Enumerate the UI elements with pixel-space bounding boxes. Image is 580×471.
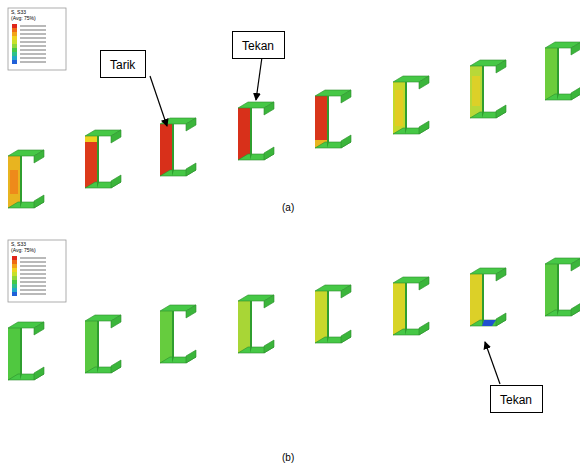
channel-section [85, 315, 121, 373]
contour-legend [8, 240, 66, 302]
channel-section [470, 268, 506, 326]
channel-section [8, 322, 44, 380]
channel-section [238, 102, 274, 160]
channel-section [545, 258, 580, 316]
callout-text: Tekan [242, 39, 274, 53]
legend-heading: S, S33 [11, 10, 26, 16]
channel-section [393, 277, 429, 335]
legend-heading: (Avg: 75%) [11, 248, 36, 254]
callout-text: Tarik [110, 58, 135, 72]
callout-text: Tekan [500, 393, 532, 407]
callout-box: Tekan [490, 385, 543, 413]
channel-section [315, 90, 351, 148]
callout-box: Tekan [232, 31, 285, 59]
channel-section [393, 76, 429, 134]
leader-arrow [485, 342, 500, 384]
leader-arrow [150, 76, 167, 126]
legend-heading: S, S33 [11, 242, 26, 248]
panel-label: (a) [282, 202, 294, 213]
callout-box: Tarik [100, 50, 146, 78]
channel-section [470, 60, 506, 118]
channel-section [8, 150, 44, 208]
legend-heading: (Avg: 75%) [11, 16, 36, 22]
channel-section [160, 118, 196, 176]
contour-legend [8, 8, 66, 70]
channel-section [160, 305, 196, 363]
leader-arrow [256, 57, 262, 100]
channel-section [238, 295, 274, 353]
channel-section [545, 42, 580, 100]
channel-section [85, 130, 121, 188]
panel-label: (b) [282, 452, 294, 463]
channel-section [315, 285, 351, 343]
